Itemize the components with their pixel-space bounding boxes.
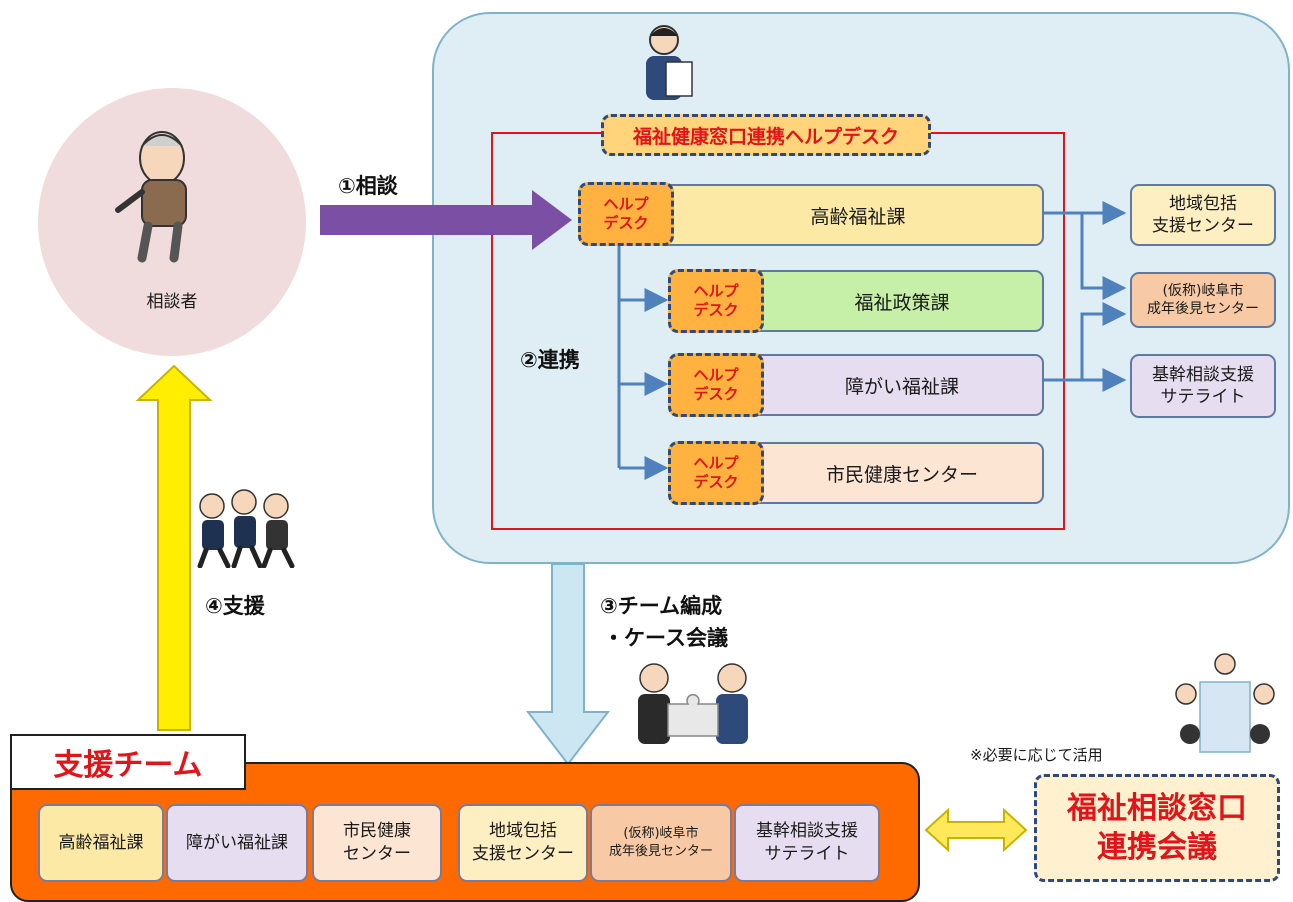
elderly-person-icon (115, 131, 187, 263)
partner-community-support-center: 地域包括支援センター (1130, 184, 1276, 246)
step-consult-label: ①相談 (338, 174, 398, 198)
team-member-guardianship-center: (仮称)岐阜市成年後見センター (590, 804, 732, 882)
step-team-label-line2: ・ケース会議 (603, 626, 728, 650)
usage-note: ※必要に応じて活用 (970, 746, 1103, 764)
step-coordinate-label: ②連携 (520, 348, 580, 372)
running-staff-icon (197, 489, 295, 568)
helpdesk-badge: ヘルプデスク (668, 441, 764, 505)
support-team-title: 支援チーム (10, 734, 246, 790)
staff-with-document-icon (646, 25, 693, 100)
team-member-community-support-center: 地域包括支援センター (458, 804, 588, 882)
helpdesk-badge: ヘルプデスク (668, 269, 764, 333)
helpdesk-title: 福祉健康窓口連携ヘルプデスク (601, 114, 931, 156)
partner-consultation-satellite: 基幹相談支援サテライト (1130, 354, 1276, 418)
step-support-label: ④支援 (205, 594, 265, 618)
exchange-arrow-shape (924, 807, 1028, 853)
step-team-label-line1: ③チーム編成 (600, 594, 723, 618)
team-formation-arrow (525, 563, 611, 766)
team-arrow-shape (525, 563, 611, 766)
team-member-disability-welfare: 障がい福祉課 (166, 804, 308, 882)
team-member-consultation-satellite: 基幹相談支援サテライト (734, 804, 880, 882)
helpdesk-badge: ヘルプデスク (578, 182, 674, 246)
team-member-health-center: 市民健康センター (312, 804, 442, 882)
consultee-label: 相談者 (146, 291, 198, 312)
team-member-elderly-welfare: 高齢福祉課 (38, 804, 164, 882)
meeting-group-icon (1175, 653, 1275, 753)
coordination-meeting-box: 福祉相談窓口連携会議 (1034, 774, 1280, 882)
exchange-arrow (924, 807, 1028, 853)
puzzle-collaboration-icon (638, 663, 748, 744)
helpdesk-badge: ヘルプデスク (668, 353, 764, 417)
partner-guardianship-center: (仮称)岐阜市成年後見センター (1130, 272, 1276, 328)
